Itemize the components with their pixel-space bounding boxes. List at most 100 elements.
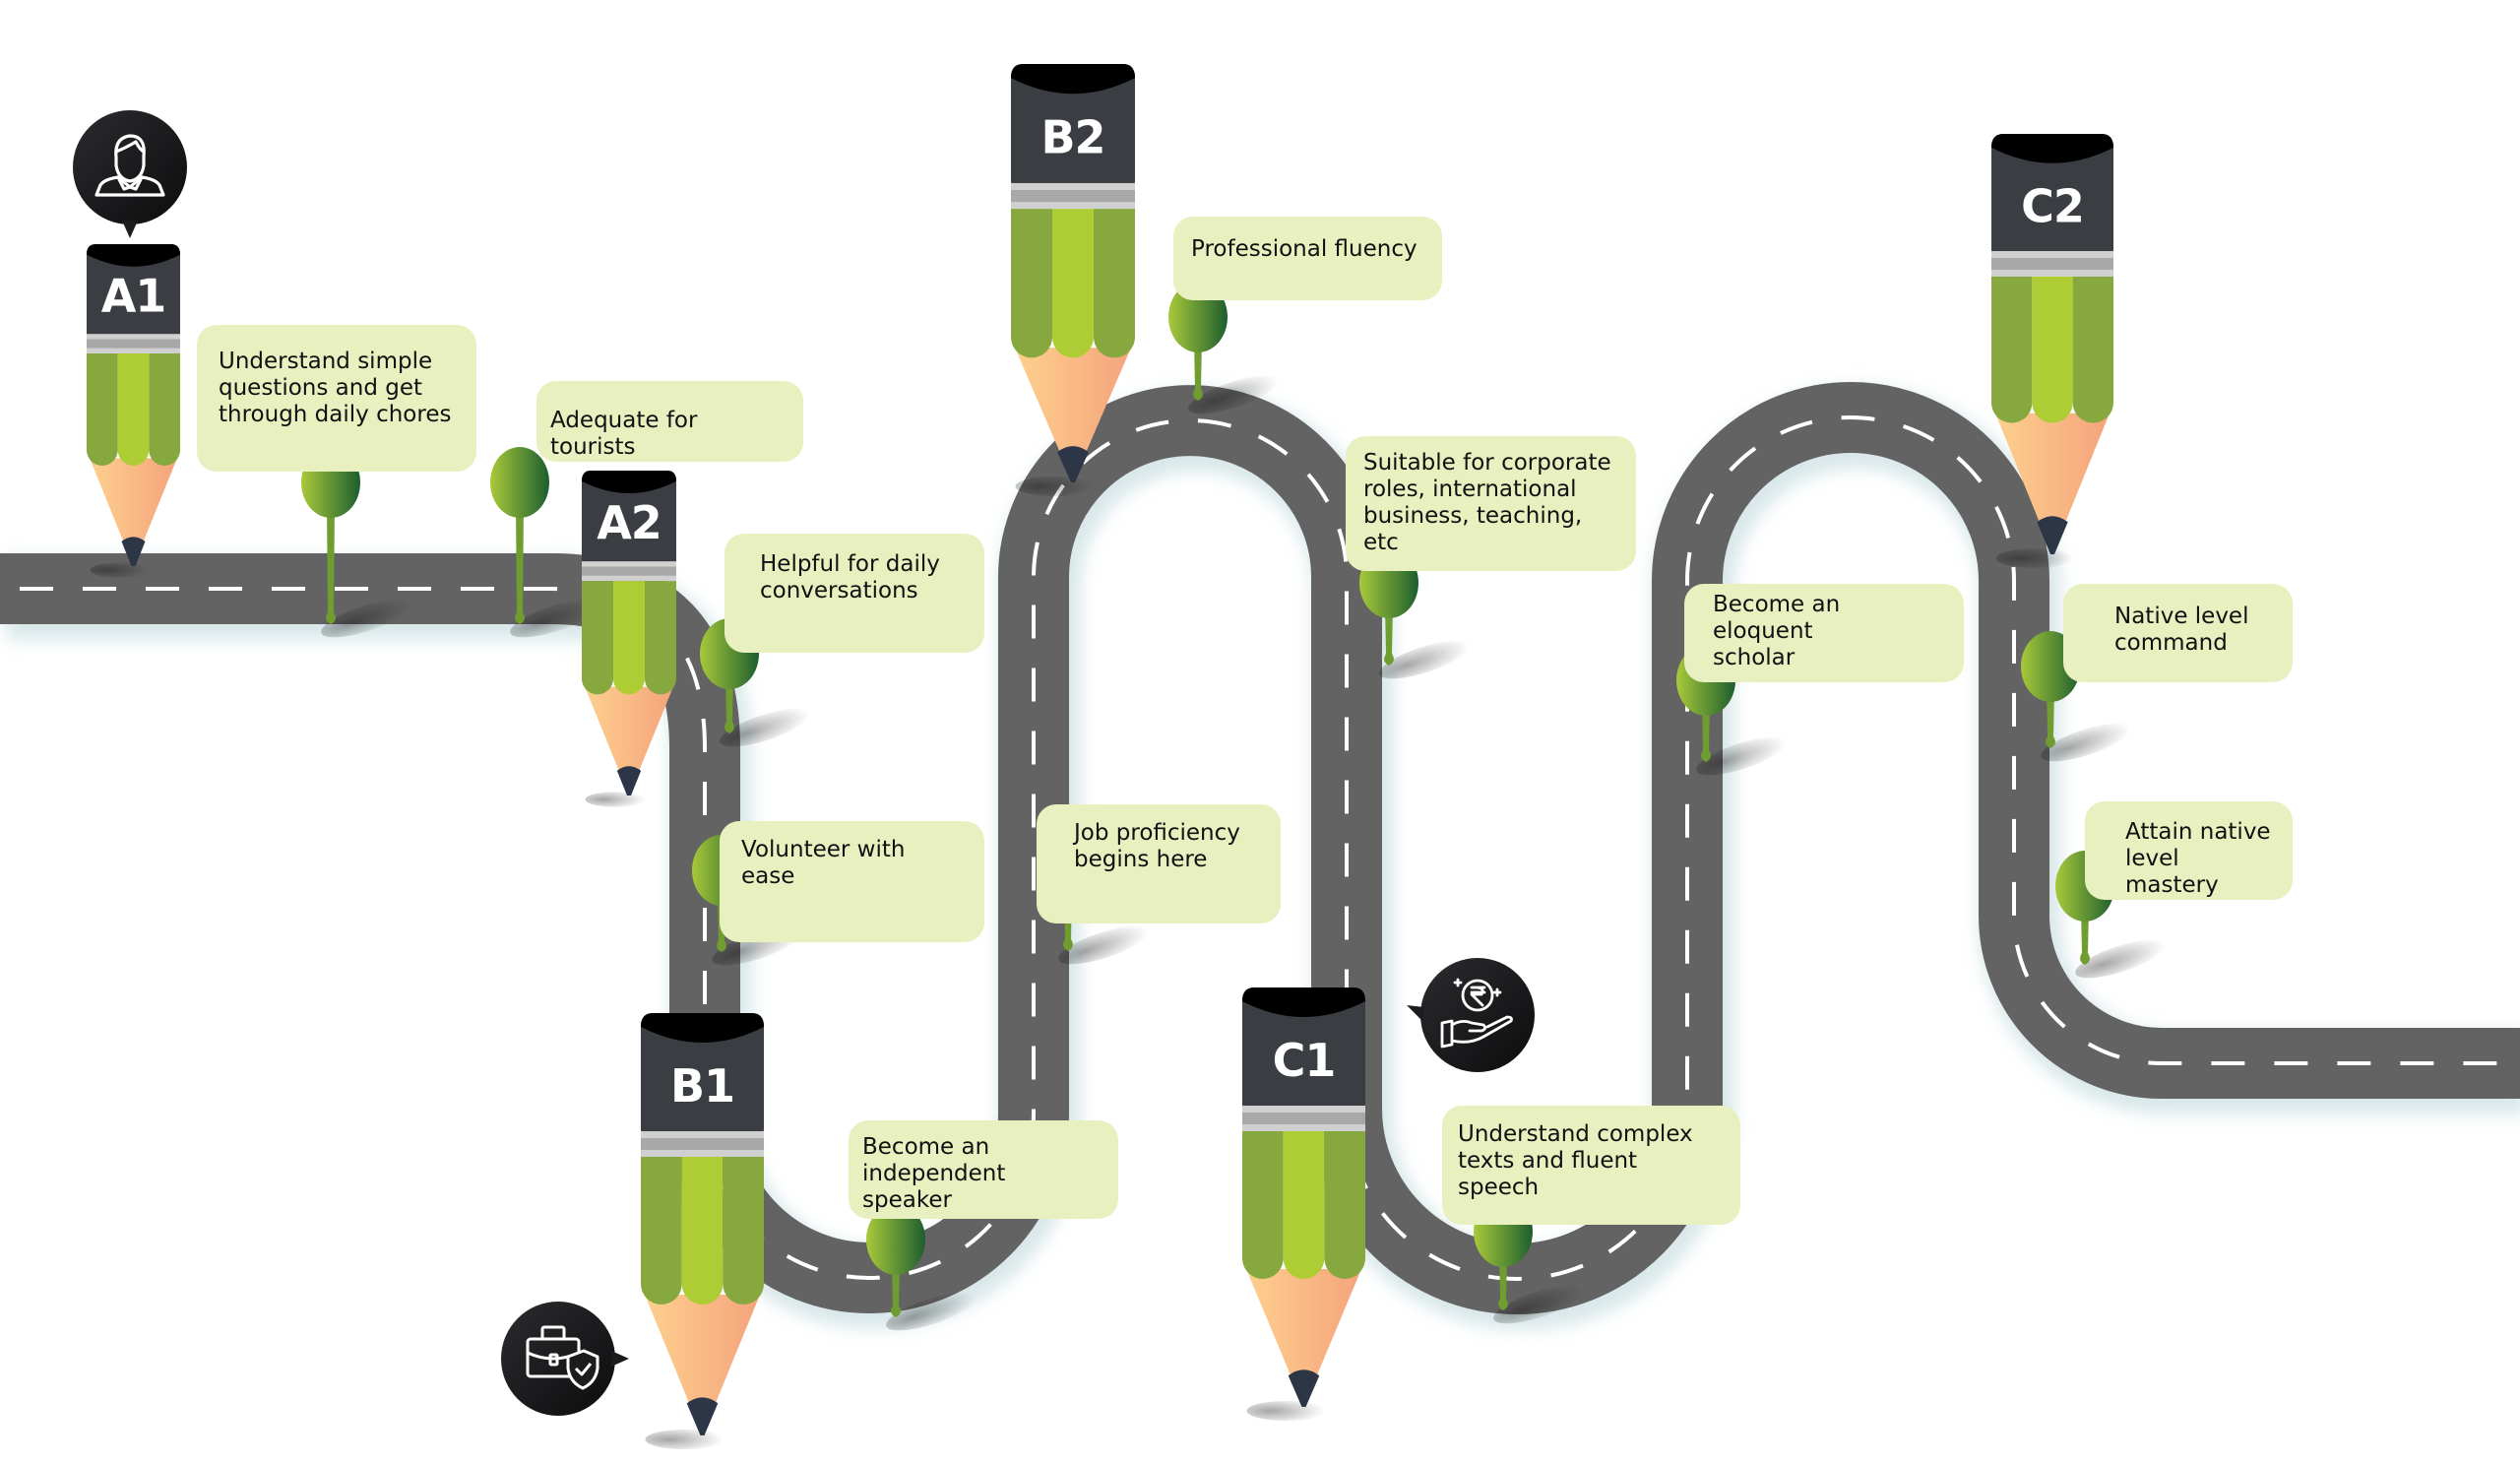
milestone-callout: Native level command: [2063, 584, 2293, 682]
milestone-callout: Professional fluency: [1173, 217, 1442, 300]
level-label: C2: [2021, 179, 2084, 232]
callout-line: Job proficiency: [1074, 820, 1240, 846]
pencil-body-stripe: [1052, 209, 1094, 358]
pencil-body-stripe: [117, 352, 150, 466]
pencil-shadow: [1995, 548, 2074, 568]
person-icon: [94, 134, 165, 197]
pencil-lead: [121, 537, 146, 566]
pencil-wood: [1994, 413, 2110, 554]
pin-shadow: [720, 708, 810, 747]
level-label: A2: [597, 496, 662, 549]
level-label: B1: [670, 1059, 734, 1113]
callout-line: Understand complex: [1458, 1121, 1693, 1147]
pencil-cap: [641, 1013, 764, 1141]
pencil-body-stripe: [2032, 276, 2073, 423]
pencil-body-stripe: [1094, 209, 1135, 358]
pencil-c2: C2: [1991, 134, 2113, 568]
pencil-body-stripe: [1011, 209, 1052, 358]
pin-stem: [515, 504, 525, 624]
level-label: B2: [1040, 111, 1104, 164]
pencil-ferrule-band: [1242, 1113, 1365, 1124]
pin-head: [490, 447, 549, 518]
pencil-cap: [1991, 134, 2113, 262]
pin-stem: [724, 675, 734, 733]
pencil-body-stripe: [1283, 1131, 1325, 1279]
pin-shadow: [1493, 1285, 1584, 1324]
pencil-body-stripe: [645, 581, 676, 695]
pin-head: [866, 1204, 925, 1275]
pin-shadow: [886, 1292, 976, 1331]
pencil-ferrule-band: [641, 1138, 764, 1150]
pencil-eraser-top: [1242, 987, 1365, 1017]
pencil-eraser-top: [582, 471, 676, 494]
milestone-callout: Become an eloquent scholar: [1684, 584, 1964, 682]
milestone-callout: Volunteer with ease: [720, 821, 984, 942]
pencil-b2: B2: [1011, 64, 1135, 497]
pencil-lead: [1288, 1369, 1320, 1407]
pencil-ferrule-band: [1011, 190, 1135, 203]
level-label: C1: [1273, 1034, 1336, 1087]
pencil-body-stripe: [1324, 1131, 1365, 1279]
callout-line: Understand simple: [219, 349, 433, 374]
pencil-cap: [1011, 64, 1135, 193]
callout-line: Attain native: [2125, 819, 2271, 845]
callout-line: Become an eloquent: [1713, 592, 1841, 644]
pin-shadow: [1058, 925, 1149, 965]
milestone-callout: Adequate for tourists: [536, 381, 803, 462]
callout-line: Become an: [862, 1134, 990, 1160]
callout-line: texts and fluent speech: [1458, 1148, 1638, 1200]
pencil-cap: [1242, 987, 1365, 1115]
callout-line: through daily chores: [219, 402, 452, 427]
pencil-wood: [1015, 348, 1131, 482]
callout-line: command: [2114, 630, 2228, 656]
pencil-body-stripe: [723, 1157, 764, 1305]
pin-stem: [891, 1261, 901, 1317]
pencil-body-stripe: [681, 1157, 724, 1305]
pencil-body-stripe: [613, 581, 645, 695]
callout-line: Professional fluency: [1191, 236, 1418, 262]
callout-line: begins here: [1074, 847, 1208, 872]
pin-stem: [1193, 339, 1203, 401]
pencil-body-stripe: [1991, 276, 2033, 423]
icon-bubble-rupee: [1407, 958, 1535, 1072]
pin-stem: [326, 504, 336, 624]
pencil-b1: B1: [641, 1013, 764, 1449]
callout-line: Adequate for tourists: [550, 408, 698, 460]
briefcase-shield-icon: [526, 1325, 599, 1390]
pencil-body-stripe: [149, 352, 180, 466]
pencil-ferrule-band: [1991, 257, 2113, 270]
pin-shadow: [2075, 939, 2166, 979]
pin-stem: [2046, 688, 2055, 748]
pencil-cap: [582, 471, 676, 572]
pencil-wood: [645, 1295, 760, 1435]
pencil-wood: [585, 686, 673, 796]
pencil-wood: [90, 458, 177, 566]
pencil-body-stripe: [2072, 276, 2113, 423]
callout-line: independent speaker: [862, 1161, 1006, 1213]
pin-shadow: [510, 599, 600, 638]
milestone-callout: Attain native level mastery: [2085, 801, 2293, 900]
milestone-pin: [2021, 631, 2131, 762]
milestone-callout: Understand simple questions and get thro…: [197, 325, 476, 472]
pin-shadow: [1379, 640, 1470, 679]
milestone-callout: Understand complex texts and fluent spee…: [1442, 1106, 1740, 1225]
pencil-a2: A2: [582, 471, 676, 807]
milestone-pin: [700, 618, 810, 747]
pencil-a1: A1: [87, 244, 180, 578]
milestone-callout: Suitable for corporate roles, internatio…: [1346, 436, 1636, 571]
pencil-eraser-top: [87, 244, 180, 267]
pencil-cap: [87, 244, 180, 345]
pencil-wood: [1246, 1269, 1361, 1407]
pencil-eraser-top: [1991, 134, 2113, 163]
callout-line: Helpful for daily: [760, 551, 940, 577]
pin-shadow: [1696, 736, 1787, 776]
pencil-body-stripe: [641, 1157, 682, 1305]
pencil-body-stripe: [1242, 1131, 1284, 1279]
pencil-lead: [1057, 446, 1089, 482]
icon-bubble-person: [73, 110, 187, 238]
callout-line: questions and get: [219, 375, 423, 401]
callout-line: Suitable for corporate: [1363, 450, 1611, 476]
pin-stem: [1498, 1253, 1508, 1310]
